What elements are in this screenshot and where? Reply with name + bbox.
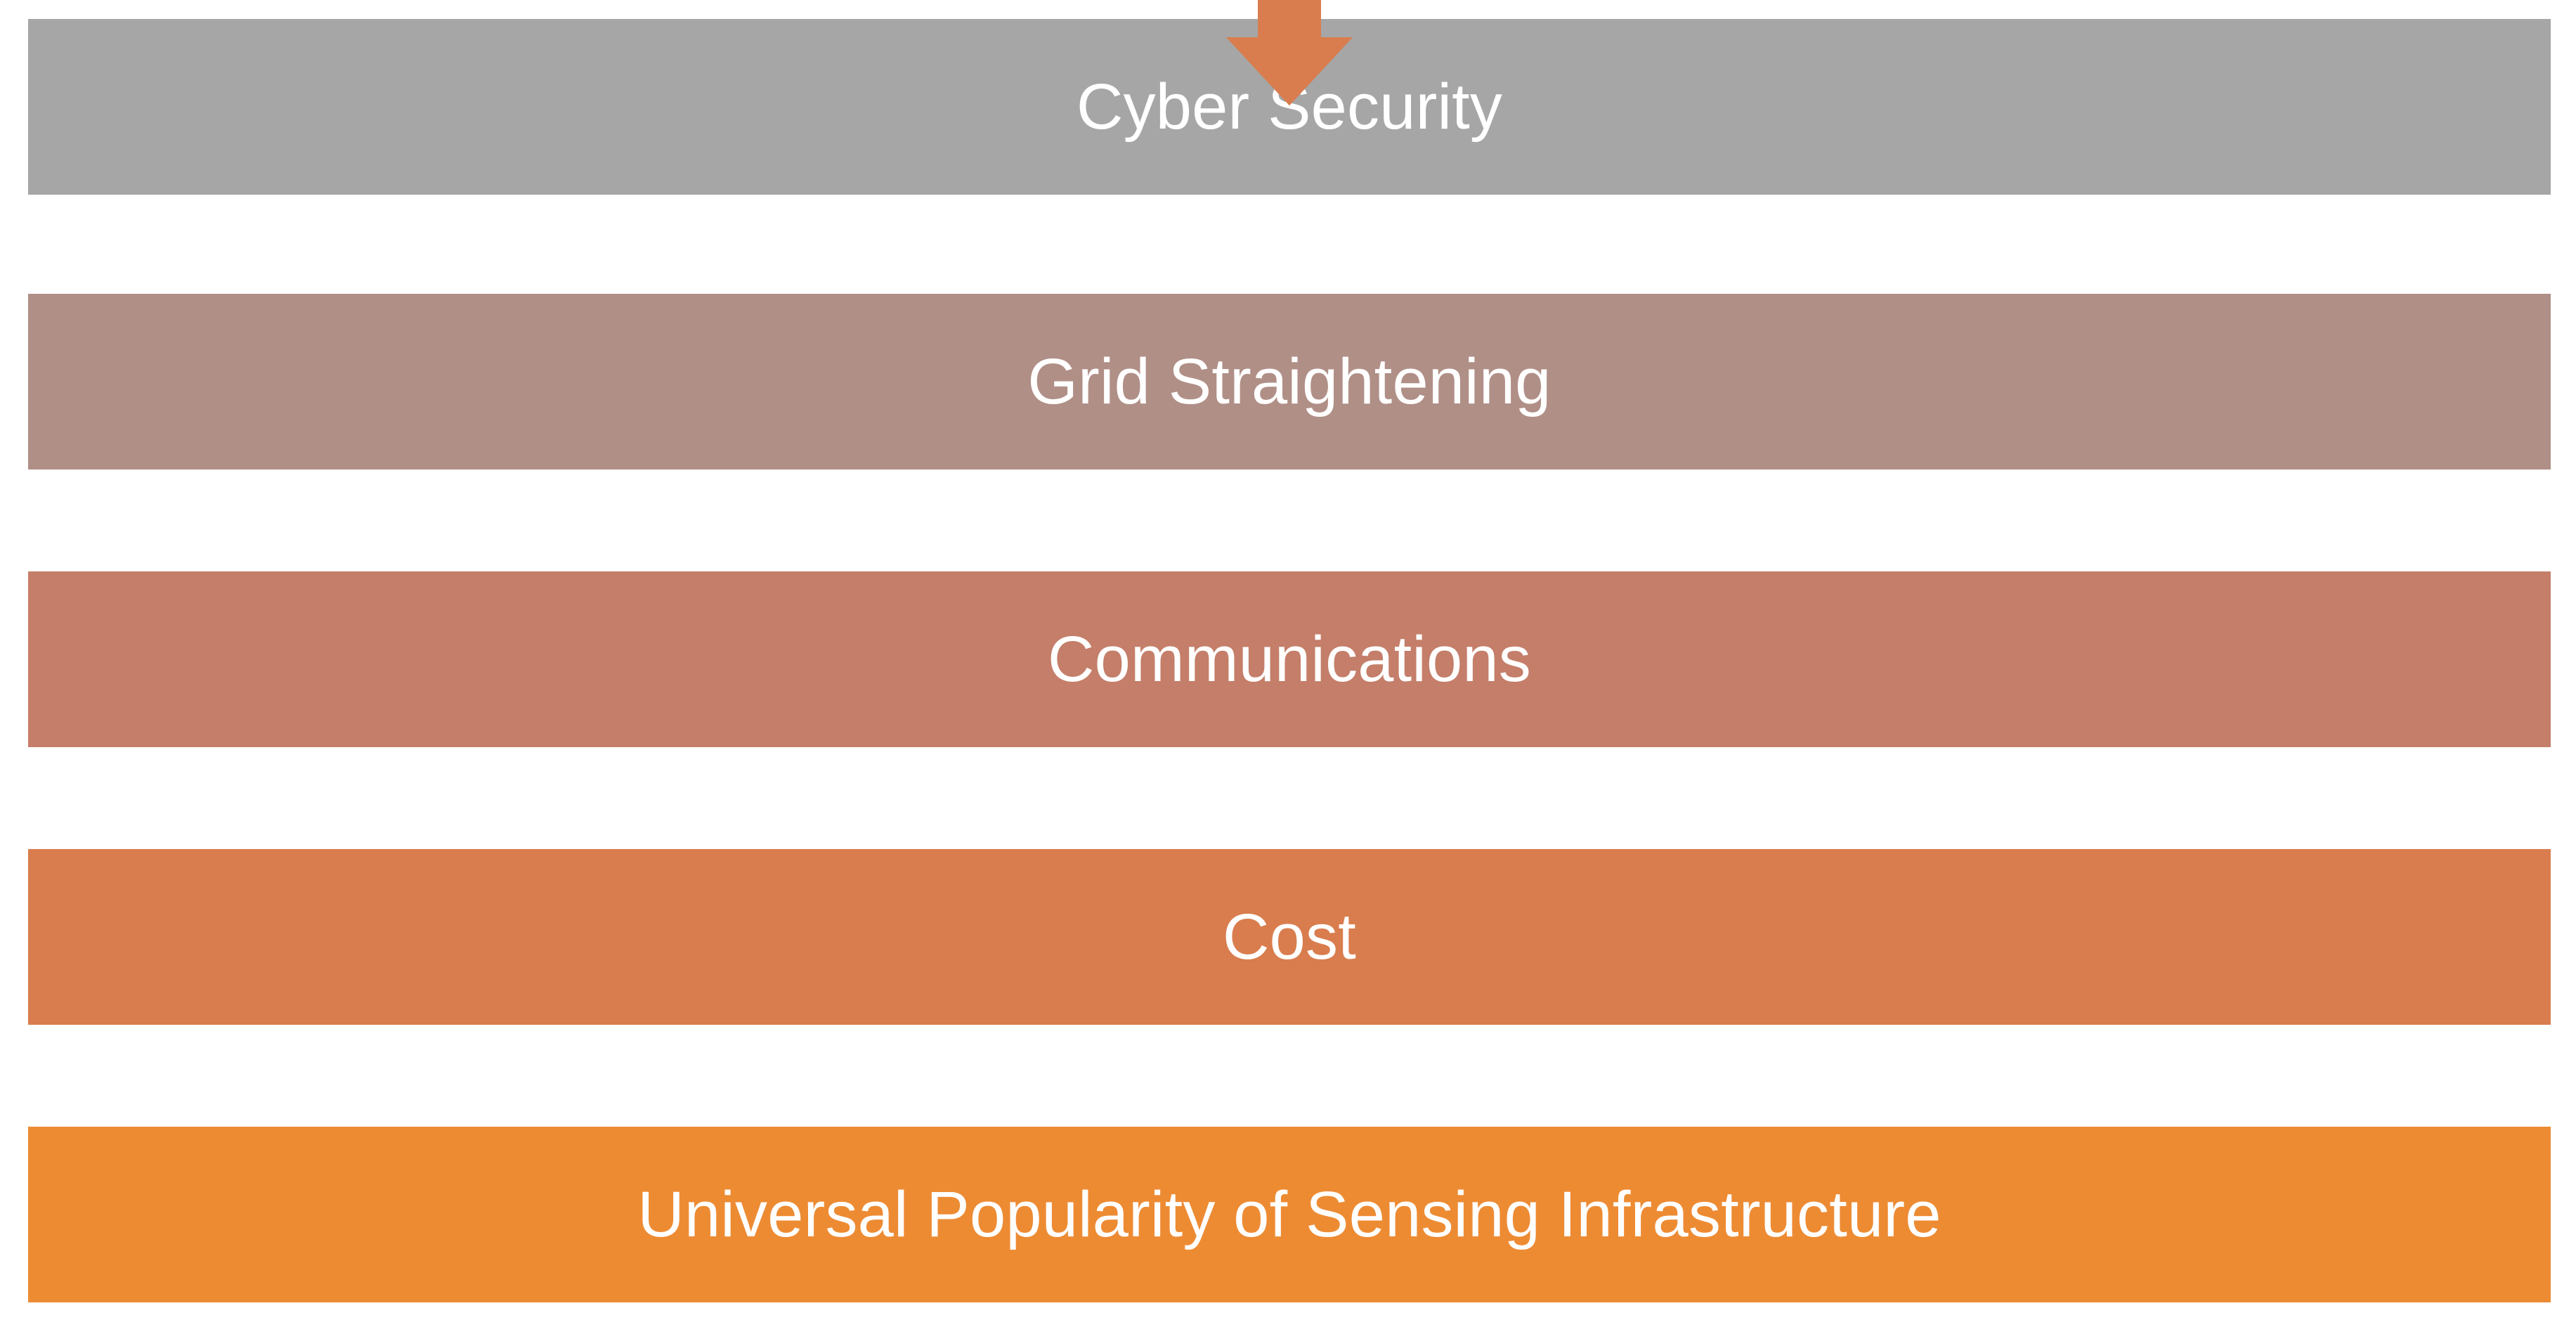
flow-stage-cost[interactable]: Cost [28,849,2551,1025]
flow-stage-grid-straightening[interactable]: Grid Straightening [28,294,2551,470]
flow-stage-label: Cost [1223,901,1356,973]
flow-stage-universal-popularity-of-sensing-infrastructure[interactable]: Universal Popularity of Sensing Infrastr… [28,1127,2551,1302]
flow-stage-label: Communications [1048,623,1531,695]
flow-stage-communications[interactable]: Communications [28,571,2551,747]
flow-stage-label: Universal Popularity of Sensing Infrastr… [637,1179,1941,1250]
flow-stage-label: Grid Straightening [1027,346,1552,417]
down-arrow-icon [1226,0,1353,105]
